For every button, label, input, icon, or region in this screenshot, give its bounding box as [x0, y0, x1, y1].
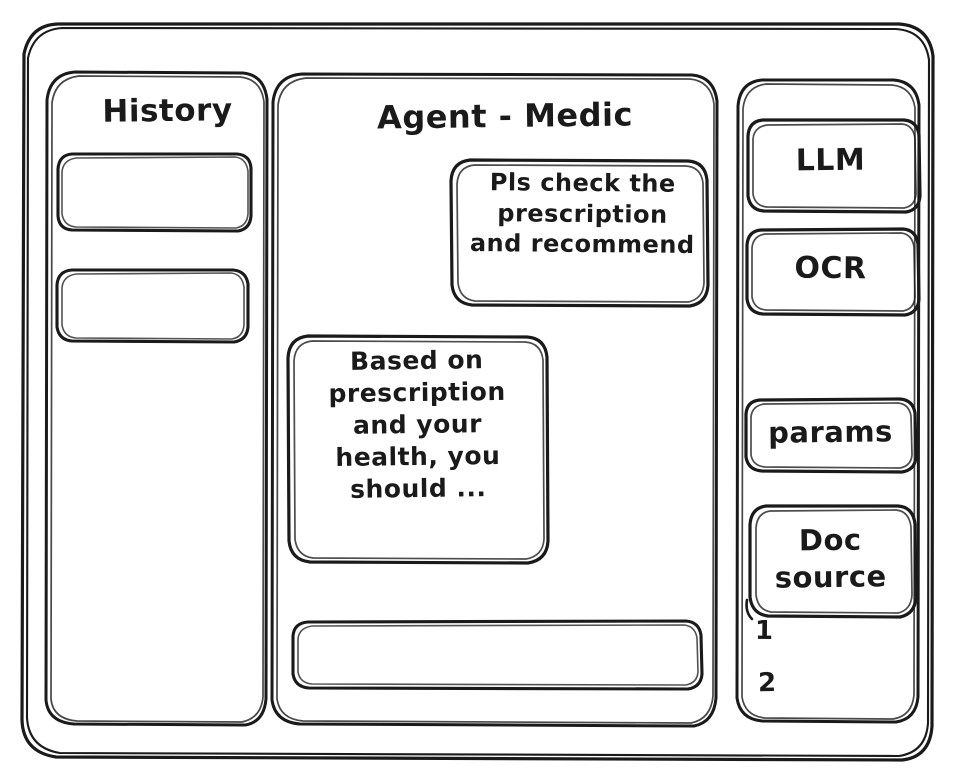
history-item-1-outline: [56, 152, 253, 233]
window-frame: [20, 22, 935, 762]
composer-outline: [291, 619, 704, 691]
doc-source-button-outline: [748, 504, 918, 619]
composer-input[interactable]: [293, 621, 702, 689]
main-panel-outline: [270, 72, 719, 728]
assistant-message-bubble: [288, 336, 548, 563]
doc-source-connector: [745, 598, 754, 621]
history-item-2[interactable]: [57, 270, 248, 342]
doc-source-item-2[interactable]: 2: [757, 668, 777, 699]
page-title: Agent - Medic: [376, 95, 634, 137]
tools-panel-outline: [735, 78, 921, 724]
llm-button[interactable]: [748, 120, 920, 212]
doc-source-item-1[interactable]: 1: [754, 615, 774, 646]
user-message-bubble: [451, 160, 708, 306]
history-item-1[interactable]: [58, 154, 251, 231]
history-panel-title: History: [102, 92, 233, 130]
history-panel-outline: [44, 70, 269, 727]
assistant-message-outline: [286, 334, 550, 565]
params-button[interactable]: [746, 399, 916, 472]
ocr-button[interactable]: [747, 229, 919, 315]
ocr-button-outline: [745, 227, 921, 317]
params-button-outline: [744, 397, 918, 474]
user-message-outline: [449, 158, 710, 308]
history-item-2-outline: [55, 268, 250, 344]
doc-source-button[interactable]: [750, 506, 916, 617]
llm-button-outline: [746, 118, 922, 214]
